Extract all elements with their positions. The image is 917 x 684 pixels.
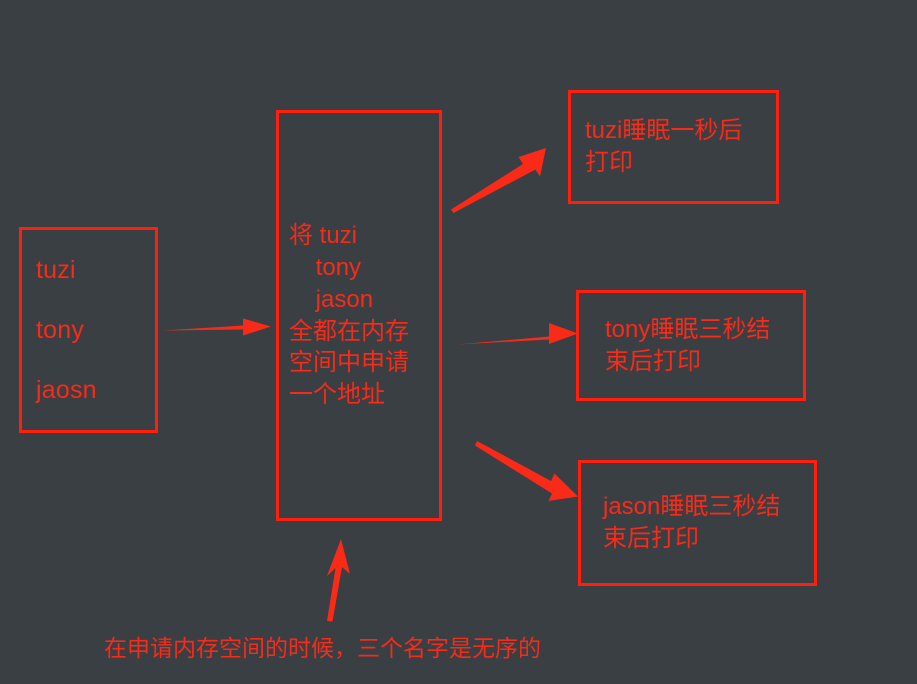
name-item-tuzi: tuzi — [36, 256, 76, 284]
tuzi-output-box: tuzi睡眠一秒后打印 — [568, 90, 779, 204]
tony-output-box: tony睡眠三秒结束后打印 — [576, 290, 806, 401]
jason-output-box: jason睡眠三秒结束后打印 — [578, 460, 817, 586]
name-item-tony: tony — [36, 316, 85, 344]
memory-allocation-box: 将 tuzi tony jason 全都在内存空间中申请一个地址 — [276, 110, 442, 521]
arrow-caption-to-memory — [327, 539, 350, 622]
tony-output-text: tony睡眠三秒结束后打印 — [605, 315, 771, 375]
arrow-names-to-memory — [163, 318, 271, 336]
names-list-box: tuzi tony jaosn — [19, 227, 158, 433]
jason-output-text: jason睡眠三秒结束后打印 — [603, 493, 781, 552]
arrow-memory-to-tony — [457, 323, 578, 345]
arrow-memory-to-jason — [475, 441, 578, 501]
arrow-memory-to-tuzi — [451, 148, 546, 213]
memory-allocation-text: 将 tuzi tony jason 全都在内存空间中申请一个地址 — [289, 222, 409, 408]
diagram-caption: 在申请内存空间的时候，三个名字是无序的 — [104, 635, 541, 661]
tuzi-output-text: tuzi睡眠一秒后打印 — [585, 117, 743, 176]
name-item-jaosn: jaosn — [36, 376, 97, 404]
